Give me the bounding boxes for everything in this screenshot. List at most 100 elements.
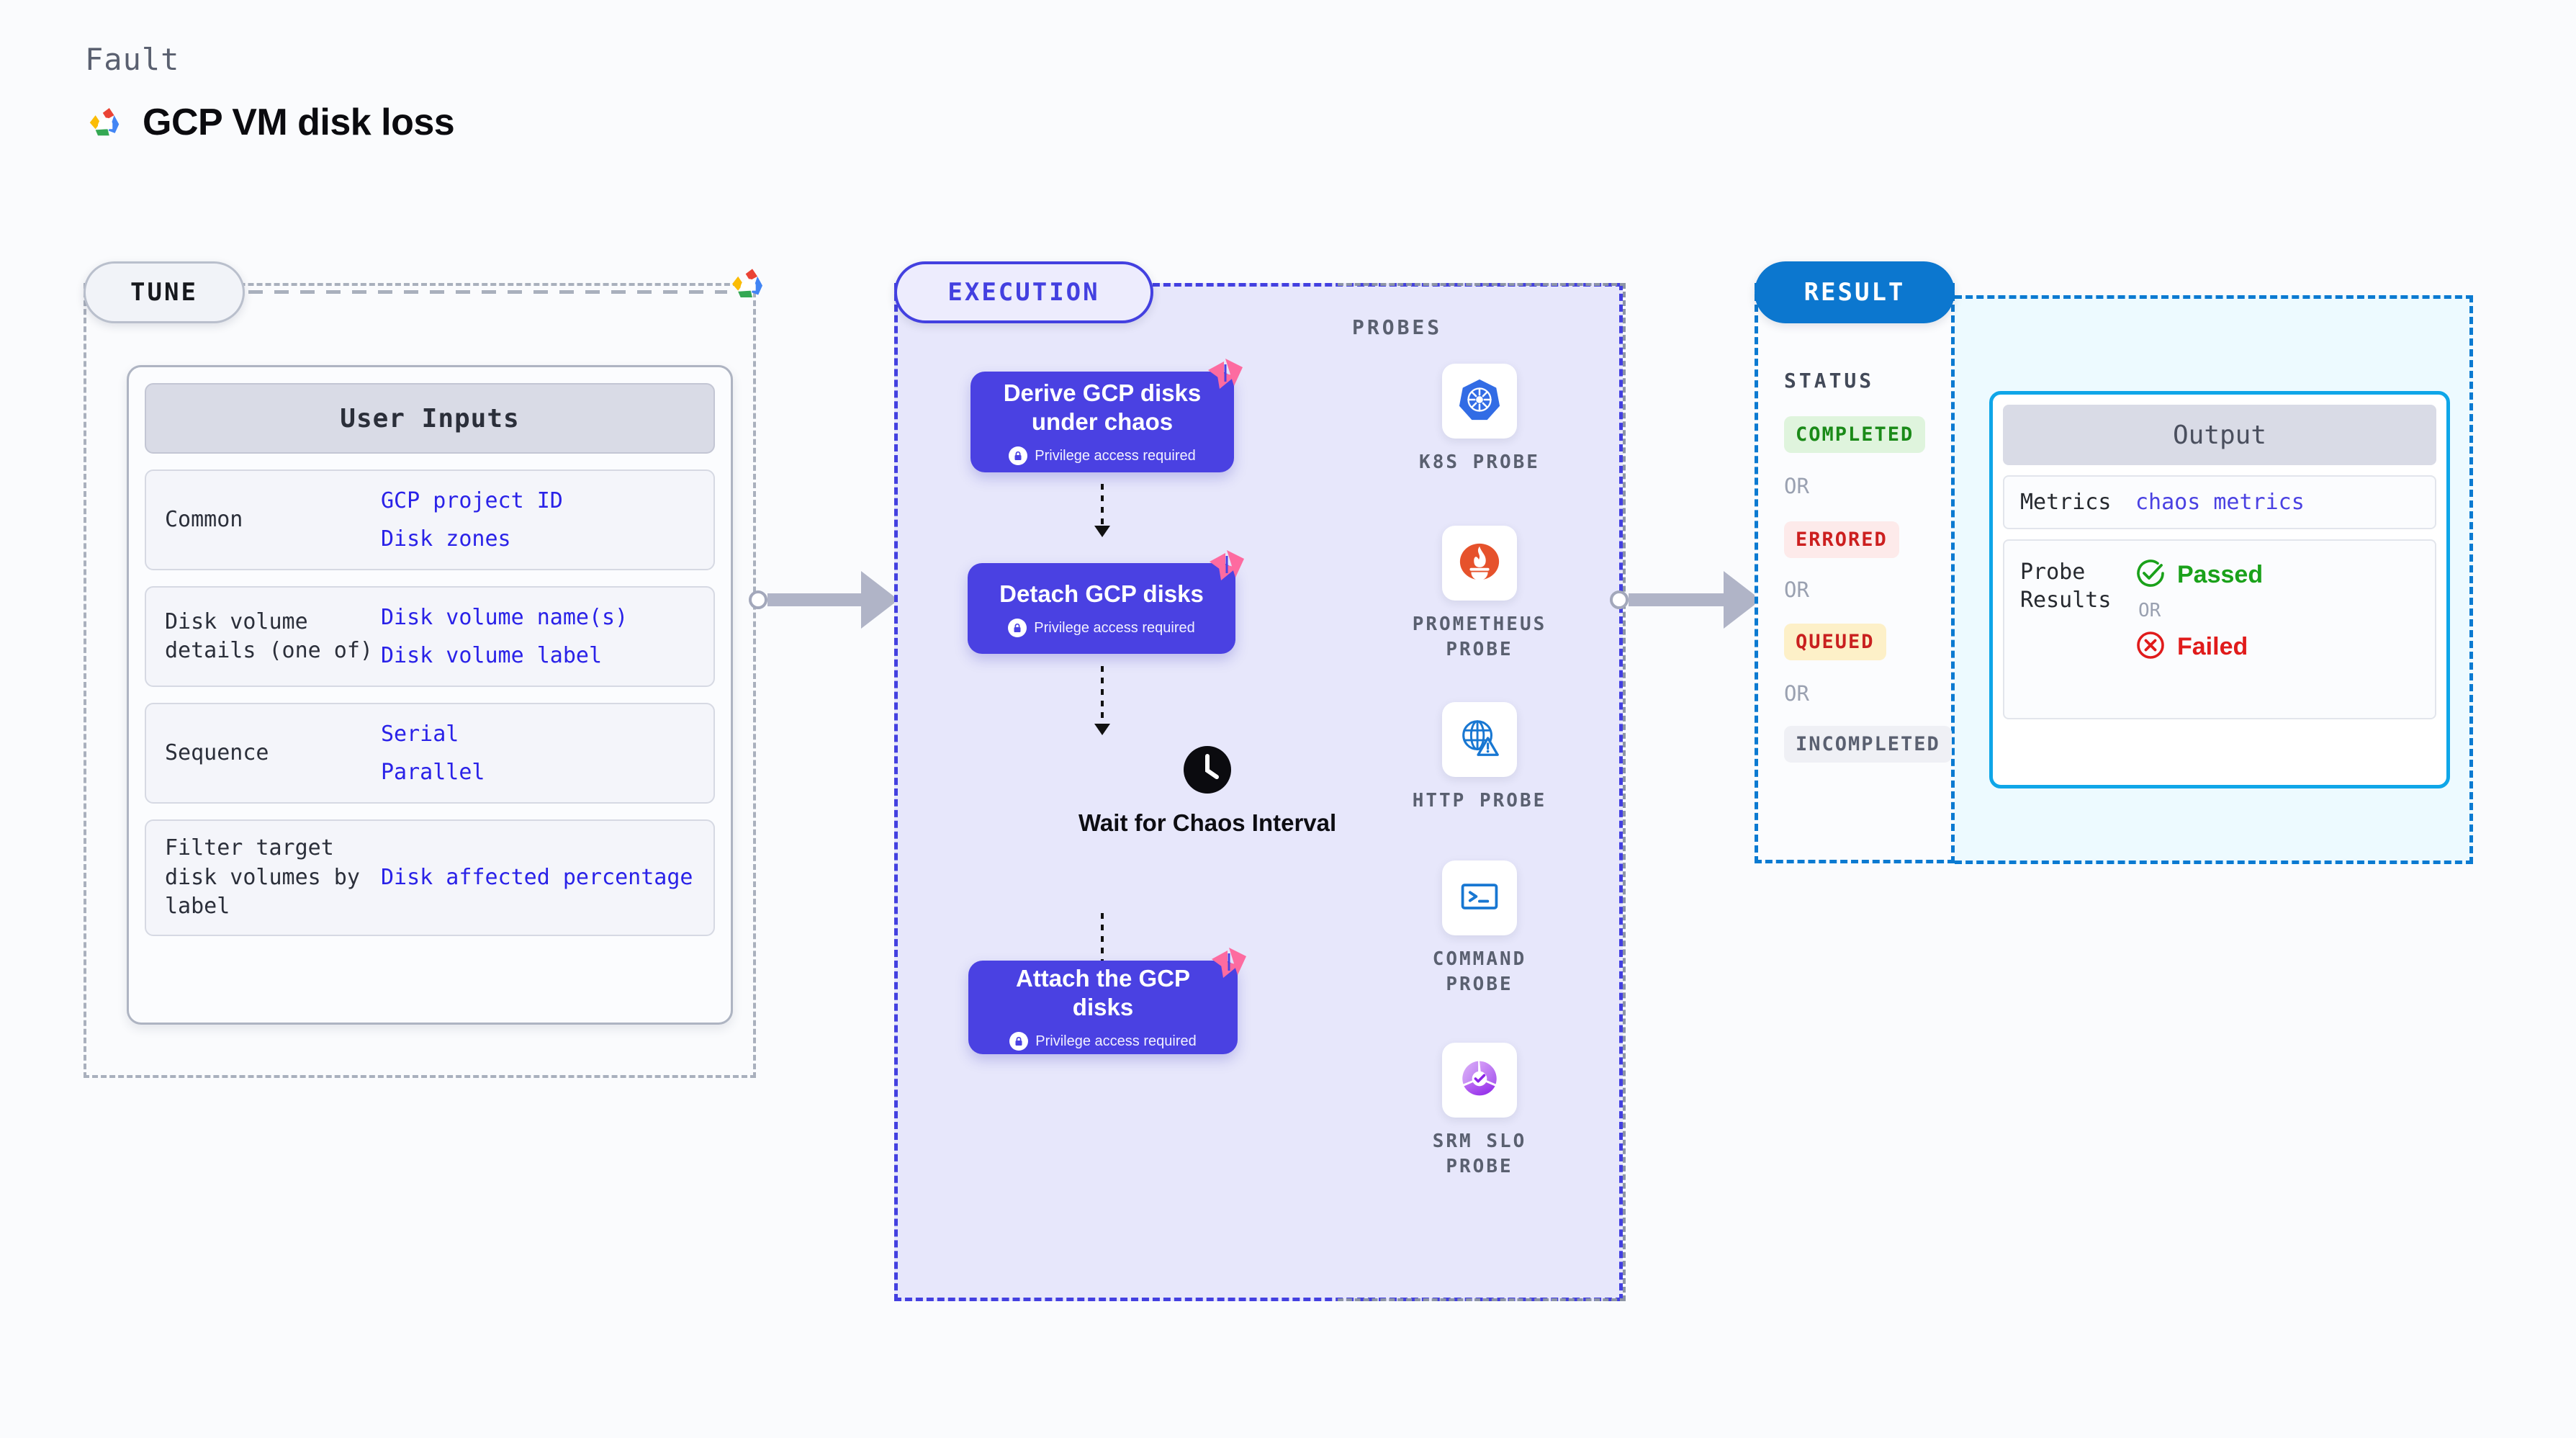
output-probe-results-row: Probe Results Passed OR <box>2003 539 2436 719</box>
input-option[interactable]: Disk zones <box>381 526 511 552</box>
probe-result-failed: Failed <box>2135 630 2263 663</box>
metrics-label: Metrics <box>2020 490 2112 515</box>
failed-text: Failed <box>2177 632 2248 660</box>
execution-node-detach[interactable]: Detach GCP disks Privilege access requir… <box>968 550 1244 654</box>
probe-label: PROMETHEUS PROBE <box>1412 614 1547 661</box>
probe-label: K8S PROBE <box>1419 451 1540 473</box>
probes-panel <box>1338 283 1626 1301</box>
page-title: GCP VM disk loss <box>143 102 455 143</box>
row-label: Filter target disk volumes by label <box>165 835 360 919</box>
flow-arrow <box>1094 666 1111 735</box>
status-label: STATUS <box>1784 369 1875 392</box>
probe-tile[interactable] <box>1442 526 1517 601</box>
row-values: Serial Parallel <box>381 721 485 786</box>
connector-line <box>1629 593 1724 606</box>
table-row: Common GCP project ID Disk zones <box>145 469 715 570</box>
arrow-line <box>1101 666 1104 724</box>
probe-tile[interactable] <box>1442 702 1517 777</box>
status-badge-incompleted: INCOMPLETED <box>1784 726 1952 763</box>
or-separator: OR <box>2138 600 2161 621</box>
chaos-flag-icon <box>1207 357 1244 393</box>
arrow-head <box>1094 526 1110 537</box>
privilege-text: Privilege access required <box>1035 1033 1197 1049</box>
probe-tile[interactable] <box>1442 364 1517 439</box>
execution-node-derive[interactable]: Derive GCP disks under chaos Privilege a… <box>970 359 1243 472</box>
clock-icon <box>1181 744 1233 799</box>
terminal-icon <box>1458 875 1501 921</box>
probe-srm-slo[interactable]: SRM SLO PROBE <box>1408 1043 1552 1179</box>
tune-provider-connector <box>248 290 727 294</box>
page-eyebrow: Fault <box>85 42 180 77</box>
probe-http[interactable]: HTTP PROBE <box>1408 702 1552 814</box>
probe-command[interactable]: COMMAND PROBE <box>1408 860 1552 997</box>
http-globe-warning-icon <box>1457 716 1502 763</box>
or-separator: OR <box>1784 681 1809 706</box>
srm-slo-icon <box>1458 1057 1501 1103</box>
table-row: Sequence Serial Parallel <box>145 703 715 804</box>
connector-dot-start <box>749 590 767 609</box>
row-label: Sequence <box>165 740 269 765</box>
check-circle-icon <box>2135 558 2166 591</box>
row-label: Disk volume details (one of) <box>165 608 373 664</box>
lock-icon <box>1009 446 1028 466</box>
privilege-note: Privilege access required <box>1009 1032 1197 1051</box>
execution-to-result-connector <box>1610 571 1778 629</box>
input-option[interactable]: GCP project ID <box>381 487 563 513</box>
status-badge-queued: QUEUED <box>1784 624 1886 660</box>
input-option[interactable]: Disk affected percentage <box>381 865 693 890</box>
node-title: Detach GCP disks <box>999 580 1204 607</box>
output-card: Output Metrics chaos metrics Probe Resul… <box>1989 391 2450 788</box>
arrow-line <box>1101 484 1104 526</box>
arrow-head <box>1094 724 1110 735</box>
x-circle-icon <box>2135 630 2166 663</box>
gcp-logo-icon <box>85 104 124 140</box>
row-values: Disk volume name(s) Disk volume label <box>381 604 628 670</box>
result-badge[interactable]: RESULT <box>1755 261 1955 323</box>
user-inputs-card: User Inputs Common GCP project ID Disk z… <box>127 365 733 1025</box>
table-row: Disk volume details (one of) Disk volume… <box>145 586 715 687</box>
probe-label: HTTP PROBE <box>1412 790 1547 812</box>
input-option[interactable]: Parallel <box>381 760 485 785</box>
or-separator: OR <box>1784 474 1809 498</box>
wait-label: Wait for Chaos Interval <box>1078 809 1337 836</box>
kubernetes-icon <box>1457 377 1502 425</box>
node-title: Derive GCP disks under chaos <box>1003 379 1202 435</box>
probe-label: SRM SLO PROBE <box>1432 1131 1527 1178</box>
probes-label: PROBES <box>1352 315 1443 339</box>
arrow-line <box>1101 913 1104 975</box>
output-header: Output <box>2003 405 2436 465</box>
flow-arrow <box>1094 484 1111 537</box>
probe-k8s[interactable]: K8S PROBE <box>1408 364 1552 475</box>
page-title-row: GCP VM disk loss <box>85 101 455 144</box>
input-option[interactable]: Disk volume label <box>381 643 603 668</box>
metrics-value[interactable]: chaos metrics <box>2135 490 2305 515</box>
status-badge-completed: COMPLETED <box>1784 416 1926 453</box>
probe-result-passed: Passed <box>2135 558 2263 591</box>
connector-arrowhead <box>861 571 899 629</box>
gcp-logo-icon <box>727 265 767 302</box>
node-title: Attach the GCP disks <box>1015 964 1191 1020</box>
probe-prometheus[interactable]: PROMETHEUS PROBE <box>1408 526 1552 662</box>
tune-panel <box>84 283 756 1078</box>
privilege-note: Privilege access required <box>1009 446 1196 466</box>
execution-node-attach[interactable]: Attach the GCP disks Privilege access re… <box>968 948 1246 1054</box>
chaos-flag-icon <box>1208 549 1246 585</box>
probe-tile[interactable] <box>1442 1043 1517 1118</box>
probe-results-label: Probe Results <box>2020 560 2112 613</box>
privilege-text: Privilege access required <box>1034 619 1195 636</box>
connector-line <box>767 593 861 606</box>
tune-badge[interactable]: TUNE <box>84 261 245 323</box>
execution-badge[interactable]: EXECUTION <box>894 261 1153 323</box>
row-values: Disk affected percentage <box>381 864 693 891</box>
input-option[interactable]: Disk volume name(s) <box>381 604 629 630</box>
row-label: Common <box>165 506 243 532</box>
output-metrics-row: Metrics chaos metrics <box>2003 475 2436 529</box>
or-separator: OR <box>1784 578 1809 602</box>
status-badge-errored: ERRORED <box>1784 521 1899 558</box>
passed-text: Passed <box>2177 560 2264 588</box>
probe-tile[interactable] <box>1442 860 1517 935</box>
input-option[interactable]: Serial <box>381 721 459 747</box>
prometheus-icon <box>1457 539 1502 587</box>
probe-label: COMMAND PROBE <box>1432 948 1527 996</box>
